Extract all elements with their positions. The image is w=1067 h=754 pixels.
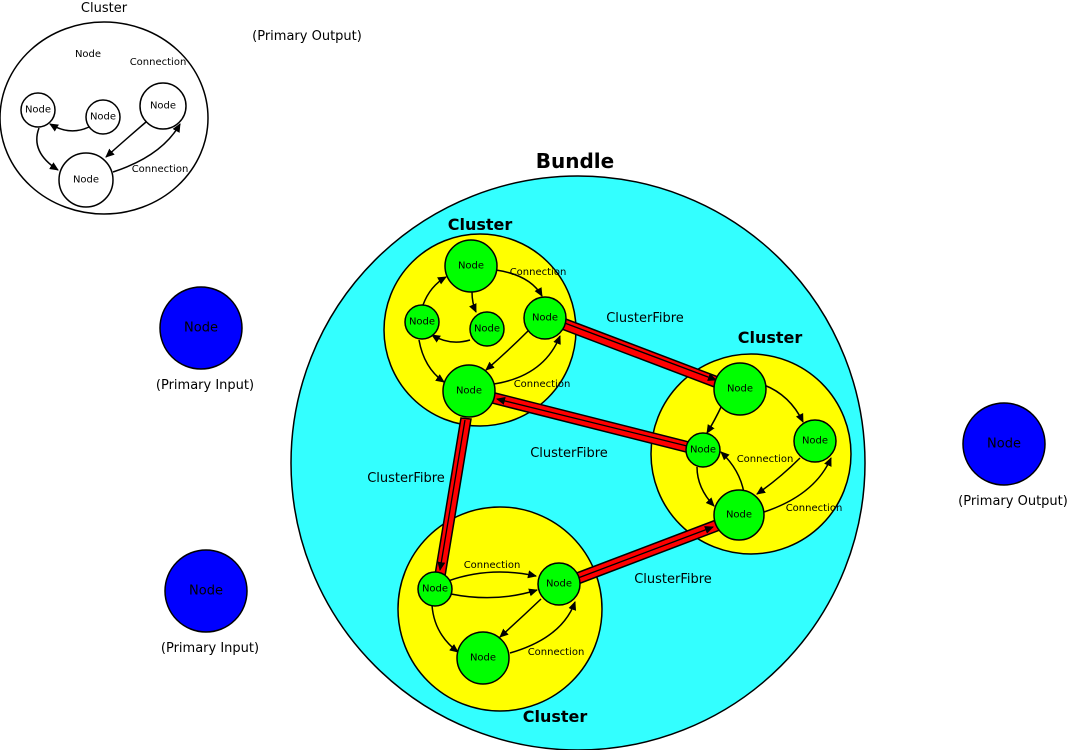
cluster-3 <box>397 506 603 712</box>
cluster-edge <box>756 457 801 495</box>
connection-label: Connection <box>514 379 571 390</box>
primary-output-node-text: Node <box>987 437 1021 452</box>
fibre-label: ClusterFibre <box>634 572 712 587</box>
node <box>713 489 765 541</box>
node <box>469 311 505 347</box>
connection-label: Connection <box>786 503 843 514</box>
cluster-edge <box>493 335 561 385</box>
node <box>417 571 453 607</box>
legend-node <box>139 82 187 130</box>
legend-node-label: Node <box>75 49 101 60</box>
node-text: Node <box>726 510 752 521</box>
primary-input-caption: (Primary Input) <box>161 641 259 656</box>
legend-connection-label: Connection <box>132 164 189 175</box>
node <box>442 364 496 418</box>
node-text: Node <box>470 653 496 664</box>
node <box>456 631 510 685</box>
cluster-1-title: Cluster <box>448 215 513 234</box>
legend-edge <box>112 123 181 173</box>
fibre-label: ClusterFibre <box>367 471 445 486</box>
legend-node <box>58 152 114 208</box>
node-text: Node <box>422 584 448 595</box>
cluster-edge <box>418 339 445 383</box>
cluster-edge <box>763 384 804 423</box>
cluster-edge <box>485 330 529 371</box>
cluster-edge <box>431 334 471 343</box>
bundle-title: Bundle <box>536 149 614 173</box>
node <box>537 562 581 606</box>
cluster-edge <box>447 570 537 582</box>
cluster-edge <box>763 457 832 513</box>
legend-node-text: Node <box>73 175 99 186</box>
connection-label: Connection <box>510 267 567 278</box>
legend-node <box>85 99 121 135</box>
cluster-edge <box>696 466 715 507</box>
primary-output-node <box>962 402 1046 486</box>
node <box>404 304 440 340</box>
fibre-label: ClusterFibre <box>606 311 684 326</box>
primary-input-node <box>164 549 248 633</box>
cluster-edge <box>422 276 447 306</box>
node-text: Node <box>458 261 484 272</box>
node-text: Node <box>690 445 716 456</box>
primary-output-caption: (Primary Output) <box>252 29 362 44</box>
node-text: Node <box>532 313 558 324</box>
legend-edge <box>36 127 59 171</box>
legend-node-text: Node <box>25 105 51 116</box>
cluster-3-title: Cluster <box>523 707 588 726</box>
connection-label: Connection <box>528 647 585 658</box>
node <box>523 296 567 340</box>
legend-node-text: Node <box>90 112 116 123</box>
node-text: Node <box>727 384 753 395</box>
cluster-2 <box>650 353 852 555</box>
node <box>793 419 837 463</box>
node-text: Node <box>409 317 435 328</box>
legend-edge <box>49 123 90 132</box>
connection-label: Connection <box>737 454 794 465</box>
legend-node-text: Node <box>150 101 176 112</box>
cluster-edge <box>469 291 477 313</box>
node <box>713 362 767 416</box>
fibre-label: ClusterFibre <box>530 446 608 461</box>
cluster-edge <box>499 598 542 638</box>
connection-label: Connection <box>464 560 521 571</box>
node-text: Node <box>456 386 482 397</box>
primary-input-node <box>159 286 243 370</box>
cluster-edge <box>495 269 543 297</box>
cluster-edge <box>450 588 538 599</box>
node-text: Node <box>802 436 828 447</box>
legend-cluster: Cluster Node Connection Connection Node … <box>0 1 209 215</box>
cluster-edge <box>431 604 459 653</box>
node-text: Node <box>546 579 572 590</box>
legend-cluster-title: Cluster <box>81 1 128 16</box>
primary-input-node-text: Node <box>184 321 218 336</box>
primary-input-caption: (Primary Input) <box>156 378 254 393</box>
primary-output-caption: (Primary Output) <box>958 494 1067 509</box>
node <box>444 239 498 293</box>
legend-edge <box>105 121 147 158</box>
legend-connection-label: Connection <box>130 57 187 68</box>
primary-input-node-text: Node <box>189 584 223 599</box>
cluster-edge <box>509 601 577 654</box>
cluster-edge <box>720 451 745 494</box>
cluster-2-title: Cluster <box>738 328 803 347</box>
legend-node <box>20 92 56 128</box>
node-text: Node <box>474 324 500 335</box>
node <box>685 432 721 468</box>
